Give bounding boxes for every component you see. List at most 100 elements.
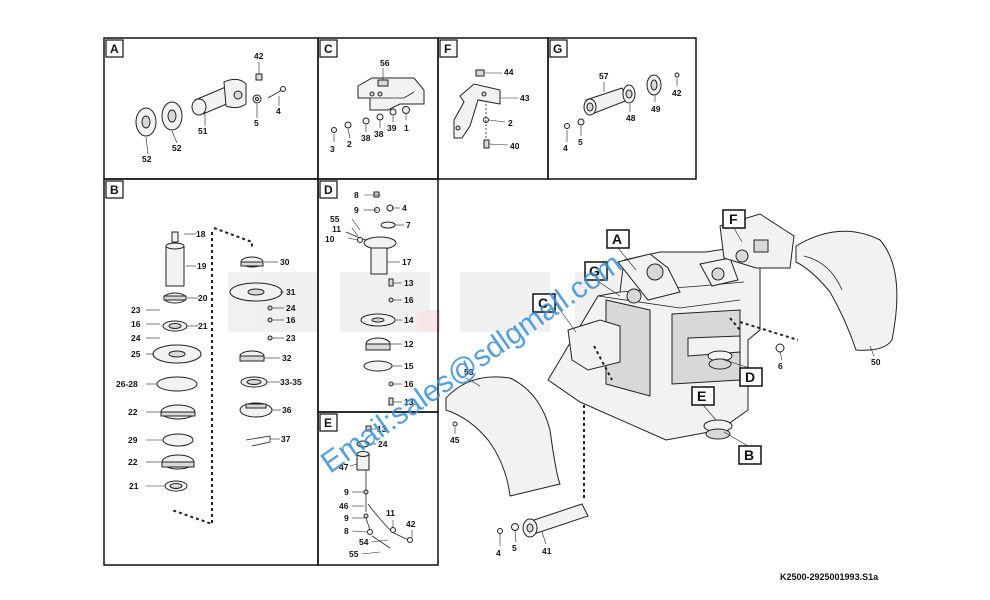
svg-text:43: 43 (520, 93, 530, 103)
panel-g-labels: 57 4 5 48 49 42 (563, 71, 682, 153)
svg-text:12: 12 (404, 339, 414, 349)
svg-text:13: 13 (404, 278, 414, 288)
svg-text:13: 13 (404, 397, 414, 407)
svg-text:9: 9 (354, 205, 359, 215)
svg-text:39: 39 (387, 123, 397, 133)
svg-text:9: 9 (344, 513, 349, 523)
svg-text:16: 16 (404, 379, 414, 389)
callout-c: C (538, 295, 548, 311)
svg-text:1: 1 (404, 123, 409, 133)
svg-text:45: 45 (450, 435, 460, 445)
svg-text:4: 4 (276, 106, 281, 116)
panel-f-title: F (444, 42, 451, 56)
svg-text:38: 38 (374, 129, 384, 139)
svg-text:8: 8 (354, 190, 359, 200)
svg-text:40: 40 (510, 141, 520, 151)
svg-text:19: 19 (197, 261, 207, 271)
svg-text:13: 13 (377, 424, 387, 434)
svg-text:36: 36 (282, 405, 292, 415)
callout-f: F (729, 211, 738, 227)
svg-text:11: 11 (332, 224, 341, 234)
panel-d-labels: 8 4 9 55 7 11 10 17 13 16 14 12 15 16 13 (325, 190, 414, 407)
svg-text:11: 11 (386, 508, 395, 518)
callout-a: A (612, 231, 622, 247)
panel-d-title: D (324, 183, 333, 197)
panel-frames (103, 37, 697, 566)
panel-f-labels: 44 43 2 40 (504, 67, 530, 151)
svg-text:29: 29 (128, 435, 138, 445)
svg-text:54: 54 (359, 537, 369, 547)
svg-text:4: 4 (402, 203, 407, 213)
svg-text:38: 38 (361, 133, 371, 143)
svg-text:25: 25 (131, 349, 141, 359)
main-assembly-drawing (445, 213, 898, 546)
svg-text:42: 42 (254, 51, 264, 61)
svg-text:8: 8 (344, 526, 349, 536)
svg-text:30: 30 (280, 257, 290, 267)
svg-text:44: 44 (504, 67, 514, 77)
svg-text:10: 10 (325, 234, 335, 244)
svg-text:6: 6 (778, 361, 783, 371)
svg-text:22: 22 (128, 407, 138, 417)
svg-text:5: 5 (512, 543, 517, 553)
svg-text:57: 57 (599, 71, 609, 81)
callout-d: D (745, 369, 755, 385)
svg-text:46: 46 (339, 501, 349, 511)
panel-a-drawing (135, 62, 286, 155)
svg-text:26-28: 26-28 (116, 379, 138, 389)
svg-text:16: 16 (286, 315, 296, 325)
svg-text:55: 55 (330, 214, 340, 224)
svg-text:42: 42 (672, 88, 682, 98)
panel-g-drawing (564, 72, 680, 142)
svg-text:21: 21 (129, 481, 139, 491)
svg-text:2: 2 (508, 118, 513, 128)
svg-text:4: 4 (496, 548, 501, 558)
svg-text:33-35: 33-35 (280, 377, 302, 387)
svg-text:7: 7 (406, 220, 411, 230)
svg-text:50: 50 (871, 357, 881, 367)
svg-text:23: 23 (131, 305, 141, 315)
svg-text:17: 17 (402, 257, 412, 267)
svg-text:53: 53 (464, 367, 474, 377)
svg-text:37: 37 (281, 434, 291, 444)
svg-text:9: 9 (344, 487, 349, 497)
svg-text:48: 48 (626, 113, 636, 123)
panel-a-title: A (110, 42, 119, 56)
panel-e-drawing (349, 425, 413, 555)
svg-text:47: 47 (339, 462, 349, 472)
panel-f-drawing (453, 69, 518, 149)
svg-text:51: 51 (198, 126, 208, 136)
panel-g-title: G (553, 42, 562, 56)
panel-c-drawing (331, 68, 425, 142)
svg-text:21: 21 (198, 321, 208, 331)
svg-text:20: 20 (198, 293, 208, 303)
panel-e-title: E (324, 416, 332, 430)
main-callouts: A G C F D E B (532, 209, 763, 465)
svg-text:22: 22 (128, 457, 138, 467)
panel-e-labels: 13 24 47 9 46 9 8 11 42 54 55 (339, 424, 416, 559)
svg-text:15: 15 (404, 361, 414, 371)
panel-c-title: C (324, 42, 333, 56)
svg-text:55: 55 (349, 549, 359, 559)
panel-a-labels: 42 4 5 51 52 52 (142, 51, 281, 164)
svg-text:16: 16 (404, 295, 414, 305)
svg-text:49: 49 (651, 104, 661, 114)
svg-text:42: 42 (406, 519, 416, 529)
svg-text:5: 5 (578, 137, 583, 147)
panel-b-drawing (146, 227, 284, 526)
svg-text:56: 56 (380, 58, 390, 68)
callout-g: G (589, 263, 600, 279)
panel-c-labels: 56 3 2 38 38 39 1 (330, 58, 409, 154)
svg-text:18: 18 (196, 229, 206, 239)
svg-text:52: 52 (142, 154, 152, 164)
svg-text:32: 32 (282, 353, 292, 363)
callout-b: B (744, 447, 754, 463)
svg-text:23: 23 (286, 333, 296, 343)
drawing-reference: K2500-2925001993.S1a (780, 572, 879, 582)
svg-text:31: 31 (286, 287, 296, 297)
panel-b-title: B (110, 183, 119, 197)
svg-text:2: 2 (347, 139, 352, 149)
svg-text:4: 4 (563, 143, 568, 153)
panel-b-labels: 18 19 20 21 23 16 24 25 26-28 22 29 22 2… (116, 229, 302, 491)
